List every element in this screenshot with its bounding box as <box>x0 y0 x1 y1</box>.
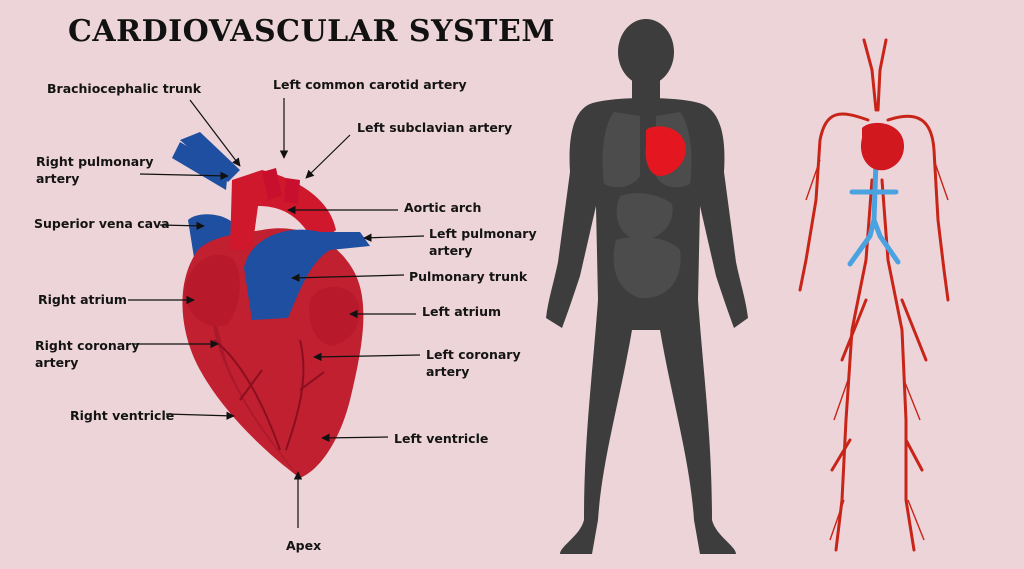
label-left-coronary-artery: Left coronary artery <box>426 346 521 380</box>
label-brachiocephalic-trunk: Brachiocephalic trunk <box>47 80 201 97</box>
label-pulmonary-trunk: Pulmonary trunk <box>409 268 527 285</box>
label-right-pulmonary-artery: Right pulmonary artery <box>36 153 153 187</box>
label-aortic-arch: Aortic arch <box>404 199 481 216</box>
label-left-ventricle: Left ventricle <box>394 430 488 447</box>
label-left-subclavian-artery: Left subclavian artery <box>357 119 512 136</box>
label-left-atrium: Left atrium <box>422 303 501 320</box>
label-superior-vena-cava: Superior vena cava <box>34 215 170 232</box>
label-left-common-carotid-artery: Left common carotid artery <box>273 76 467 93</box>
label-right-coronary-artery: Right coronary artery <box>35 337 139 371</box>
circulatory-heart <box>861 123 904 170</box>
page-title: CARDIOVASCULAR SYSTEM <box>68 14 555 49</box>
label-apex: Apex <box>286 537 321 554</box>
label-right-ventricle: Right ventricle <box>70 407 174 424</box>
label-right-atrium: Right atrium <box>38 291 127 308</box>
label-left-pulmonary-artery: Left pulmonary artery <box>429 225 537 259</box>
